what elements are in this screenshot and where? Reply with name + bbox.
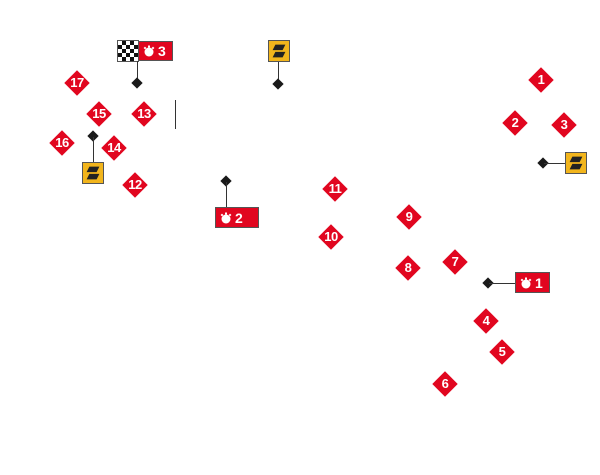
drs-connector: [278, 62, 279, 84]
turn-label: 17: [70, 75, 84, 90]
sector-connector: [137, 61, 138, 83]
turn-marker: 10: [318, 224, 344, 250]
turn-marker: 2: [502, 110, 528, 136]
turn-label: 12: [128, 177, 142, 192]
turn-marker: 11: [322, 176, 348, 202]
turn-label: 5: [498, 344, 506, 359]
sector-3-badge: 3: [138, 41, 173, 61]
sector-2-badge: 2: [215, 207, 259, 228]
turn-marker: 12: [122, 172, 148, 198]
drs-zone-icon: [82, 162, 104, 184]
sector-point-marker: [131, 77, 143, 89]
turn-marker: 1: [528, 67, 554, 93]
turn-label: 16: [55, 135, 69, 150]
drs-connector: [93, 137, 94, 162]
turn-marker: 3: [551, 112, 577, 138]
turn-marker: 6: [432, 371, 458, 397]
turn-marker: 14: [101, 135, 127, 161]
sector-label: 3: [158, 43, 166, 59]
turn-label: 9: [405, 209, 413, 224]
drs-connector: [544, 163, 565, 164]
sector-label: 2: [235, 209, 243, 226]
drs-point-marker: [272, 78, 284, 90]
turn-marker: 16: [49, 130, 75, 156]
turn-marker: 9: [396, 204, 422, 230]
stopwatch-icon: [220, 212, 232, 224]
turn-label: 7: [451, 254, 459, 269]
turn-label: 6: [441, 376, 449, 391]
checkered-flag-icon: [117, 40, 139, 62]
sector-label: 1: [535, 274, 543, 291]
start-finish-line: [175, 100, 176, 129]
sector-1-badge: 1: [515, 272, 550, 293]
turn-marker: 15: [86, 101, 112, 127]
turn-label: 11: [328, 181, 342, 196]
turn-label: 15: [92, 106, 106, 121]
sector-connector: [489, 283, 515, 284]
stopwatch-icon: [520, 277, 532, 289]
turn-marker: 7: [442, 249, 468, 275]
turn-label: 2: [511, 115, 519, 130]
drs-zone-icon: [565, 152, 587, 174]
turn-marker: 17: [64, 70, 90, 96]
turn-label: 1: [537, 72, 545, 87]
turn-marker: 5: [489, 339, 515, 365]
sector-connector: [226, 182, 227, 207]
turn-marker: 4: [473, 308, 499, 334]
turn-marker: 13: [131, 101, 157, 127]
turn-label: 10: [324, 229, 338, 244]
drs-zone-icon: [268, 40, 290, 62]
turn-label: 13: [137, 106, 151, 121]
turn-marker: 8: [395, 255, 421, 281]
turn-label: 3: [560, 117, 568, 132]
turn-label: 4: [482, 313, 490, 328]
turn-label: 8: [404, 260, 412, 275]
stopwatch-icon: [143, 45, 155, 57]
turn-label: 14: [107, 140, 121, 155]
